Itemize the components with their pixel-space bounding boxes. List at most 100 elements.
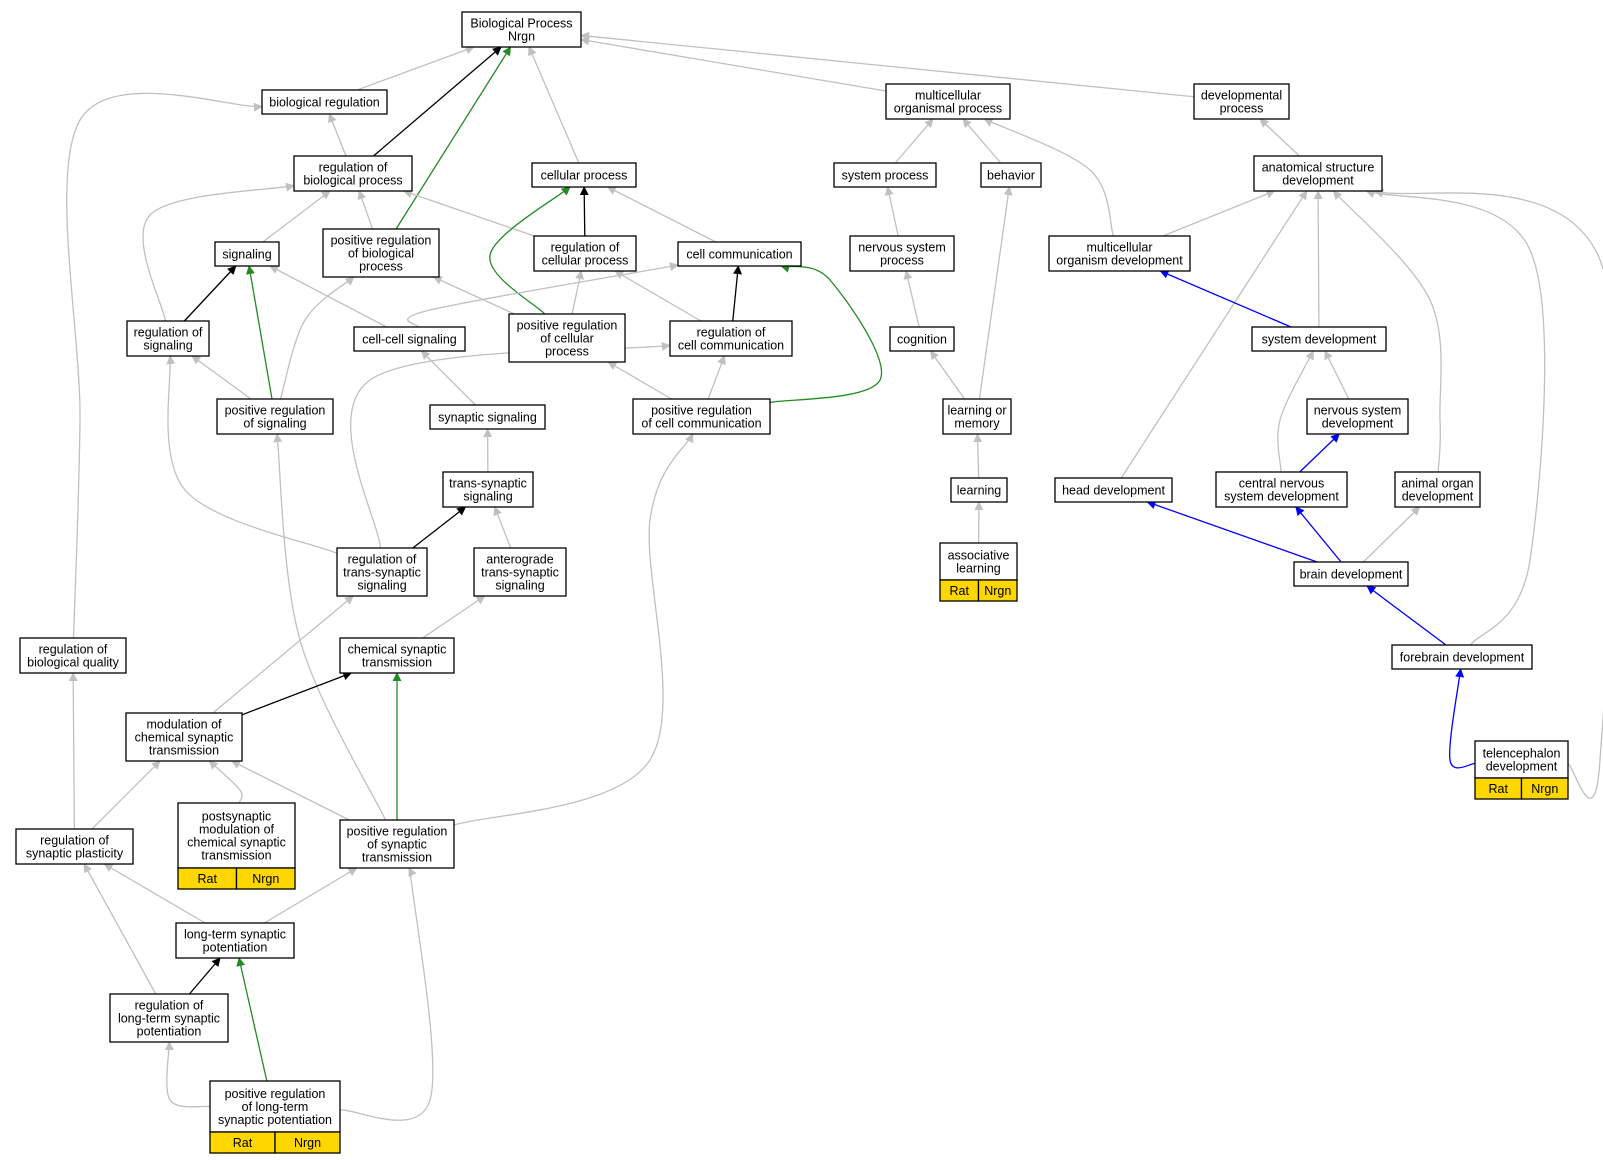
node-label-line: signaling (143, 339, 192, 353)
node-label-line: central nervous (1239, 477, 1324, 491)
node-cellproc[interactable]: cellular process (531, 162, 637, 188)
edge-regtss-to-tss (412, 506, 467, 549)
node-headdev[interactable]: head development (1054, 477, 1173, 503)
node-label-line: synaptic potentiation (218, 1113, 332, 1127)
node-signaling[interactable]: signaling (214, 241, 280, 267)
node-learning[interactable]: learning (950, 477, 1008, 503)
edge-regbp-to-bp (373, 46, 502, 157)
node-label-line: nervous system (858, 241, 946, 255)
node-label-line: signaling (463, 490, 512, 504)
annotation-label: Rat (198, 872, 218, 886)
node-label-line: telencephalon (1483, 747, 1561, 761)
edge-ltsp-to-posregst (264, 867, 358, 924)
node-label-line: positive regulation (225, 404, 326, 418)
edge-telen-to-fbdev (1449, 668, 1476, 769)
annotation-label: Nrgn (252, 872, 279, 886)
node-ccsig[interactable]: cell-cell signaling (353, 326, 466, 352)
annotation-cell (274, 1131, 341, 1154)
edge-ccsig-to-signaling (269, 265, 387, 328)
node-bioreg[interactable]: biological regulation (261, 89, 388, 115)
edge-atss-to-tss (493, 506, 512, 549)
edge-regsig-to-regbp (142, 182, 295, 322)
node-label-line: trans-synaptic (449, 477, 527, 491)
node-fbdev[interactable]: forebrain development (1391, 644, 1533, 670)
node-label-line: regulation of (40, 834, 109, 848)
node-label-line: nervous system (1314, 404, 1402, 418)
node-label-line: cell-cell signaling (362, 333, 457, 347)
node-label-line: brain development (1300, 568, 1403, 582)
edge-posregst-to-posregcc (453, 433, 694, 826)
annotation-cell (235, 867, 296, 890)
node-behavior[interactable]: behavior (980, 162, 1042, 188)
edge-posregcc-to-cellcomm (769, 263, 883, 404)
node-cognition[interactable]: cognition (889, 326, 955, 352)
node-cellcomm[interactable]: cell communication (677, 241, 802, 267)
edge-ltsp-to-regsp (103, 863, 206, 924)
edge-learnmem-to-behavior (978, 186, 1013, 400)
node-label-line: memory (954, 417, 1000, 431)
node-label-line: Nrgn (508, 30, 535, 44)
edge-fbdev-to-braindev (1366, 585, 1447, 646)
node-label-line: synaptic signaling (438, 411, 537, 425)
node-label-line: process (545, 345, 589, 359)
edge-sysproc-to-mcop (894, 118, 934, 164)
node-braindev[interactable]: brain development (1293, 561, 1409, 587)
edge-cellcomm-to-cellproc (606, 186, 717, 243)
node-box (950, 477, 1008, 503)
node-label-line: Biological Process (470, 17, 572, 31)
node-box (1251, 326, 1387, 352)
node-sysproc[interactable]: system process (833, 162, 937, 188)
node-box (216, 398, 334, 435)
node-label-line: system development (1224, 490, 1339, 504)
edge-mcop-to-bp (580, 36, 887, 92)
node-label-line: synaptic plasticity (26, 847, 124, 861)
node-label-line: signaling (495, 579, 544, 593)
node-box (939, 542, 1018, 581)
edge-sysdev-to-asd (1313, 190, 1323, 328)
node-label-line: chemical synaptic (135, 731, 234, 745)
node-label-line: anatomical structure (1262, 161, 1375, 175)
edge-cellproc-to-bp (528, 46, 580, 164)
edge-cnsdev-to-nsdev (1299, 433, 1340, 473)
edge-behavior-to-mcop (962, 118, 1002, 164)
node-synsig[interactable]: synaptic signaling (429, 404, 546, 430)
edge-regltsp-to-ltsp (188, 957, 221, 995)
node-sysdev[interactable]: system development (1251, 326, 1387, 352)
node-label-line: transmission (362, 656, 432, 670)
edge-posregcp-to-regcp (571, 270, 584, 315)
node-label-line: positive regulation (347, 825, 448, 839)
